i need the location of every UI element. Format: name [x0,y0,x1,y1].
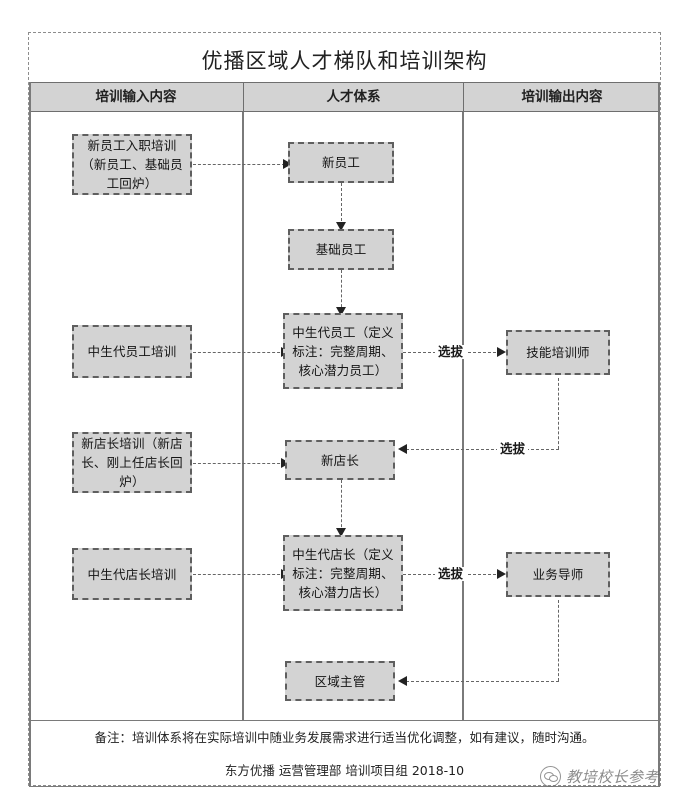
arrowhead-skilltrainer [497,347,506,357]
connector-mentor-to-areadirector [401,681,559,682]
frame-rail-left [29,82,31,786]
connector-basestaff-midstaff [341,270,342,312]
watermark: 教培校长参考 [540,766,659,787]
node-new-manager[interactable]: 新店长 [285,440,395,480]
page-title: 优播区域人才梯队和培训架构 [201,49,488,73]
arrowhead-midmanager [336,528,346,537]
connector-skilltrainer-down [558,378,559,449]
arrowhead-basestaff [336,222,346,231]
node-area-director[interactable]: 区域主管 [285,661,395,701]
column-divider-1 [242,112,244,720]
connector-input-newmanager [193,463,285,464]
footer-divider-bottom [29,786,660,787]
edge-label-select-business-mentor: 选拔 [435,567,467,581]
node-base-staff[interactable]: 基础员工 [288,229,394,270]
node-input-mid-manager[interactable]: 中生代店长培训 [72,548,192,600]
column-header-system: 人才体系 [243,83,464,113]
connector-input-newstaff [193,164,285,165]
wechat-badge-icon [540,766,561,787]
node-input-new-manager[interactable]: 新店长培训（新店长、刚上任店长回炉） [72,432,192,493]
column-header-input: 培训输入内容 [95,89,177,105]
connector-skilltrainer-to-newmanager [401,449,559,450]
column-divider-2 [462,112,464,720]
watermark-text: 教培校长参考 [566,768,660,786]
footer-divider-top [29,720,660,721]
node-input-mid-staff[interactable]: 中生代员工培训 [72,325,192,378]
connector-newstaff-basestaff [341,183,342,226]
arrowhead-midstaff [336,307,346,316]
node-new-staff[interactable]: 新员工 [288,142,394,183]
column-header-band: 培训输入内容 人才体系 培训输出内容 [29,82,660,113]
edge-label-select-skill-trainer: 选拔 [435,345,467,359]
arrowhead-mentor [497,569,506,579]
connector-newmanager-midmanager [341,480,342,532]
node-skill-trainer[interactable]: 技能培训师 [506,330,610,375]
footer-signature: 东方优播 运营管理部 培训项目组 2018-10 [224,763,465,778]
frame-rail-right [658,82,660,786]
edge-label-select-new-manager: 选拔 [497,442,529,456]
connector-input-midstaff [193,352,285,353]
node-input-new-staff[interactable]: 新员工入职培训（新员工、基础员工回炉） [72,134,192,195]
arrowhead-areadirector [398,676,407,686]
arrowhead-newstaff [283,159,292,169]
node-mid-manager[interactable]: 中生代店长（定义标注：完整周期、核心潜力店长） [283,535,403,611]
node-mid-staff[interactable]: 中生代员工（定义标注：完整周期、核心潜力员工） [283,313,403,389]
node-business-mentor[interactable]: 业务导师 [506,552,610,597]
connector-input-midmanager [193,574,285,575]
connector-mentor-down [558,600,559,681]
footer-note: 备注：培训体系将在实际培训中随业务发展需求进行适当优化调整，如有建议，随时沟通。 [94,730,595,745]
column-header-output: 培训输出内容 [521,89,603,105]
arrowhead-newmanager-from-right [398,444,407,454]
